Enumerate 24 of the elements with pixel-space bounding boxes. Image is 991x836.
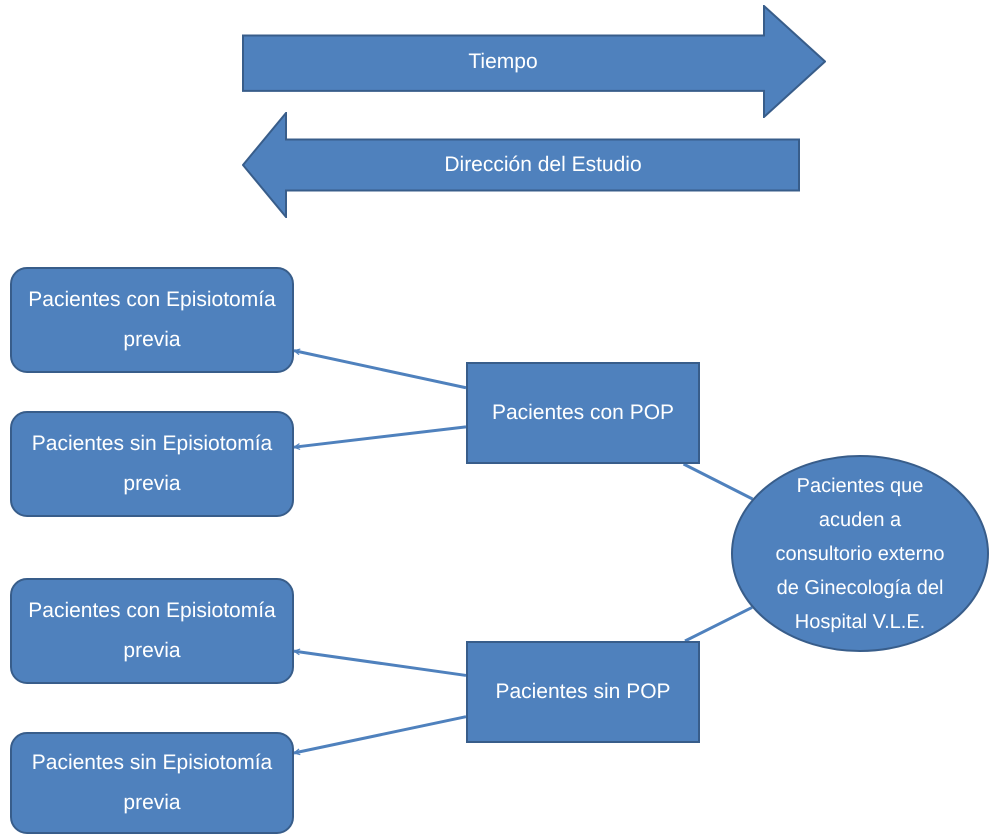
rounded-box [10, 267, 294, 373]
rounded-box [10, 732, 294, 834]
node-label: Tiempo [468, 48, 538, 74]
block-arrow [242, 5, 826, 118]
node-label: Pacientes sin POP [495, 679, 671, 705]
arrow [293, 715, 466, 756]
connector-line [682, 462, 754, 500]
rounded-box [10, 578, 294, 684]
process-box [466, 362, 700, 464]
node-label: Dirección del Estudio [444, 152, 642, 178]
node-label: Pacientes sin Episiotomía previa [30, 431, 274, 497]
process-box [466, 641, 700, 743]
node-label: Pacientes con POP [492, 400, 674, 426]
rounded-box [10, 411, 294, 517]
arrow [293, 425, 466, 450]
arrow [293, 348, 466, 390]
node-label: Pacientes que acuden a consultorio externo de Ginecología del Hospital V.L.E. [774, 474, 946, 634]
node-label: Pacientes con Episiotomía previa [27, 598, 277, 664]
ellipse-node [731, 455, 989, 652]
block-arrow [242, 112, 800, 218]
connector-line [684, 606, 753, 642]
node-label: Pacientes con Episiotomía previa [27, 287, 277, 353]
node-label: Pacientes sin Episiotomía previa [30, 750, 274, 816]
arrow [293, 648, 466, 677]
